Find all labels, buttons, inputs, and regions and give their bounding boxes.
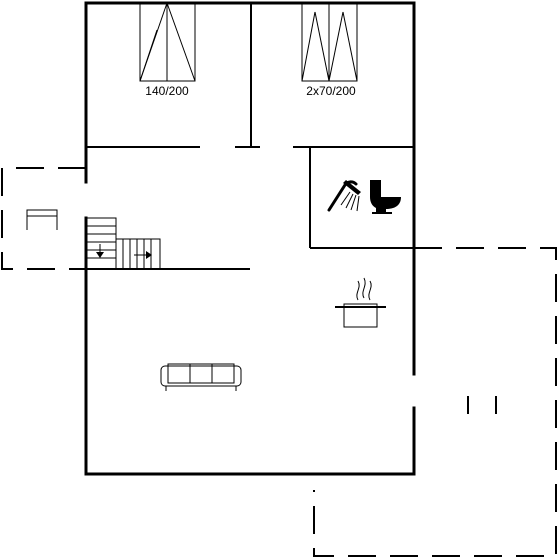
stove-icon [26, 209, 58, 230]
toilet-icon [370, 180, 401, 214]
twin-bed-icon [301, 2, 358, 82]
bedroom-1-bed-label: 140/200 [145, 84, 189, 98]
terrace-posts [467, 396, 497, 414]
cooking-pot-icon [335, 277, 386, 328]
interior-walls [86, 3, 414, 270]
shower-icon [327, 180, 361, 212]
sofa-icon [160, 363, 242, 391]
dashed-outlines [1, 167, 557, 557]
staircase-icon [85, 217, 161, 270]
double-bed-icon [139, 2, 196, 82]
bedroom-2-bed-label: 2x70/200 [306, 84, 356, 98]
